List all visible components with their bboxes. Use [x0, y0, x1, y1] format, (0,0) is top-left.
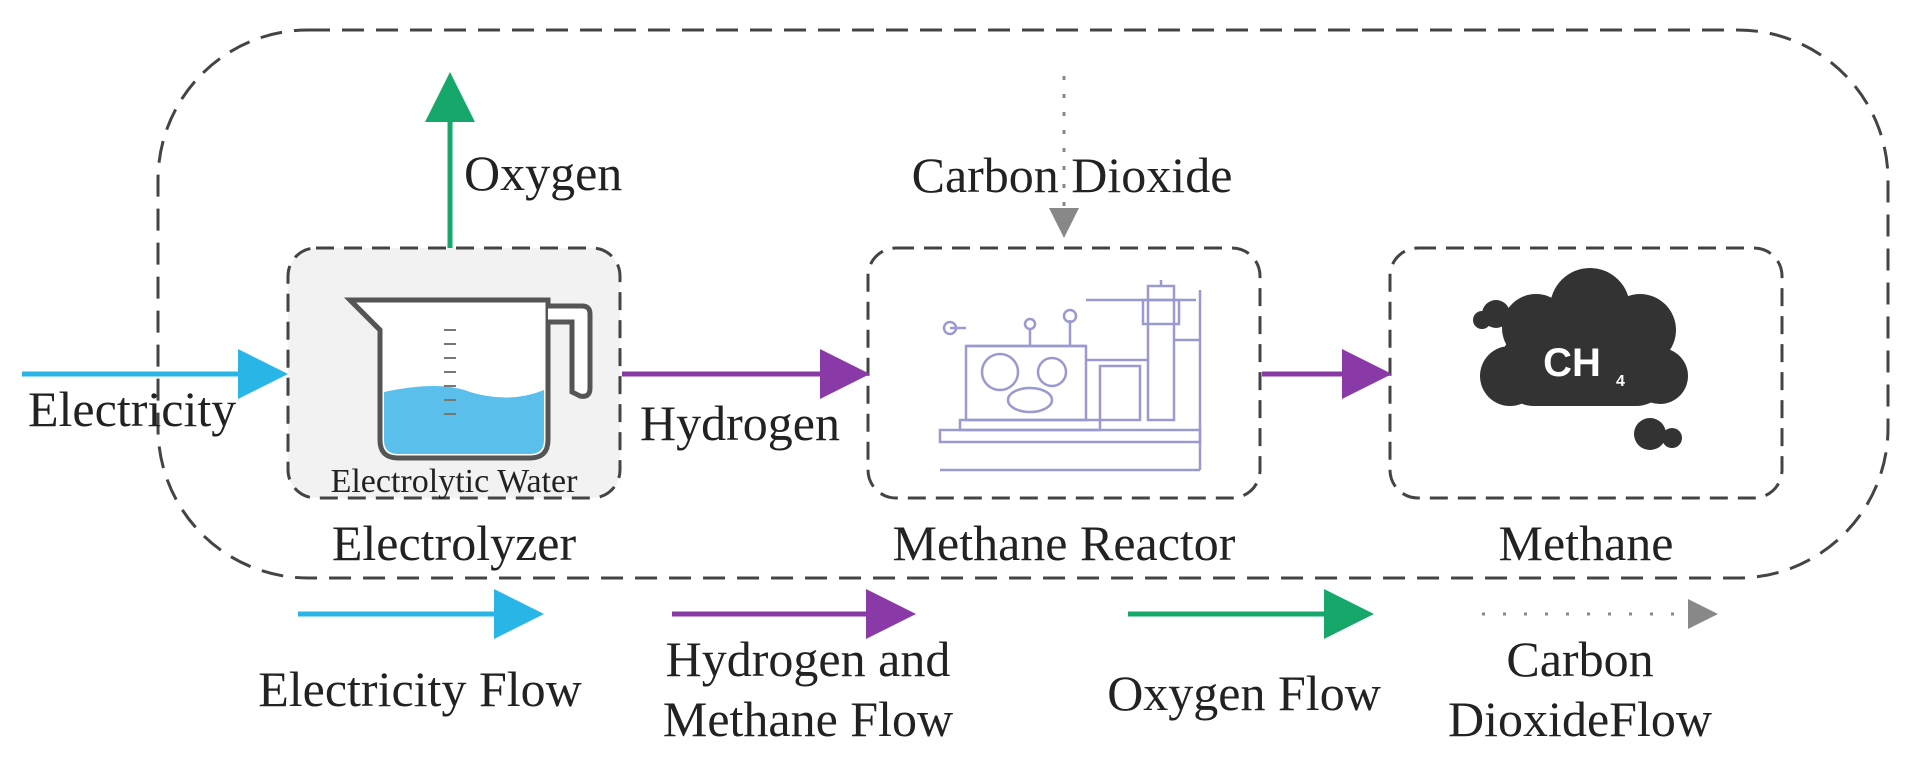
legend-oxygen-flow: Oxygen Flow [1107, 665, 1381, 721]
methane-formula-subscript: 4 [1616, 373, 1625, 390]
legend-hydrogen-methane-line1: Hydrogen and [666, 631, 951, 687]
methane-formula: CH [1543, 341, 1601, 385]
electrolyzer-unit: Electrolytic Water [286, 246, 622, 500]
hydrogen-label: Hydrogen [640, 395, 840, 451]
legend-hydrogen-methane-line2: Methane Flow [663, 691, 953, 747]
methane-reactor-label: Methane Reactor [893, 515, 1236, 571]
system-boundary [156, 28, 1890, 580]
methane-label: Methane [1499, 515, 1674, 571]
electricity-label: Electricity [28, 381, 236, 437]
measuring-jug-icon [343, 297, 593, 461]
reactor-machine-icon [938, 280, 1202, 472]
legend-co2-line2: DioxideFlow [1448, 691, 1712, 747]
legend-electricity-flow: Electricity Flow [258, 661, 582, 717]
methane-reactor-unit [866, 246, 1262, 500]
carbon-dioxide-label: Carbon Dioxide [912, 147, 1233, 203]
methane-unit: CH 4 [1388, 246, 1784, 500]
electrolytic-water-label: Electrolytic Water [331, 463, 578, 500]
methane-cloud-icon: CH 4 [1473, 268, 1688, 450]
oxygen-label: Oxygen [464, 145, 622, 201]
legend: Electricity Flow Hydrogen and Methane Fl… [258, 589, 1718, 747]
legend-co2-line1: Carbon [1506, 631, 1653, 687]
electrolyzer-label: Electrolyzer [332, 515, 577, 571]
